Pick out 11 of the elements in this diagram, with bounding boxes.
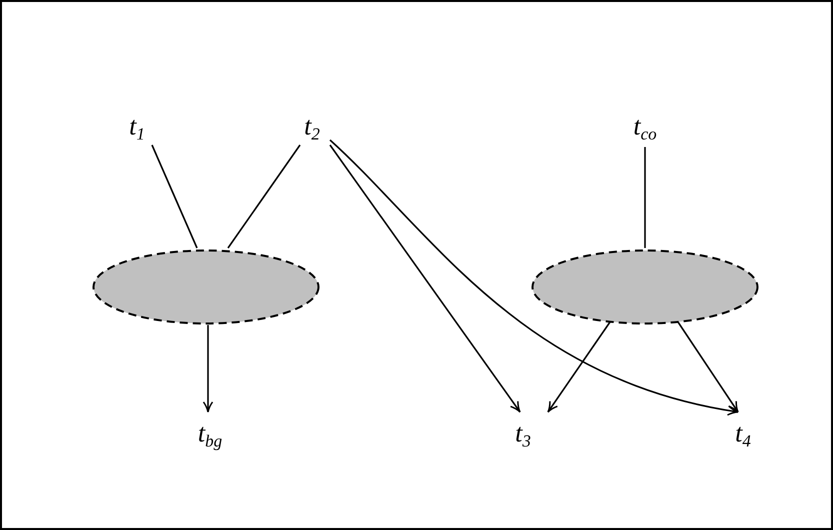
dashed-ellipse [92, 249, 320, 325]
variable-label: t$_{4}$ [735, 420, 751, 450]
variable-label: t$_{3}$ [515, 420, 531, 450]
variable-label: t$_{2}$ [304, 114, 320, 142]
line [151, 144, 198, 248]
variable-label: t$_{co}$ [633, 114, 657, 142]
line [644, 147, 646, 248]
variable-label: t$_{bg}$ [198, 420, 222, 450]
variable-label: t$_{1}$ [129, 114, 145, 142]
line [227, 144, 301, 248]
dashed-ellipse [531, 249, 759, 325]
